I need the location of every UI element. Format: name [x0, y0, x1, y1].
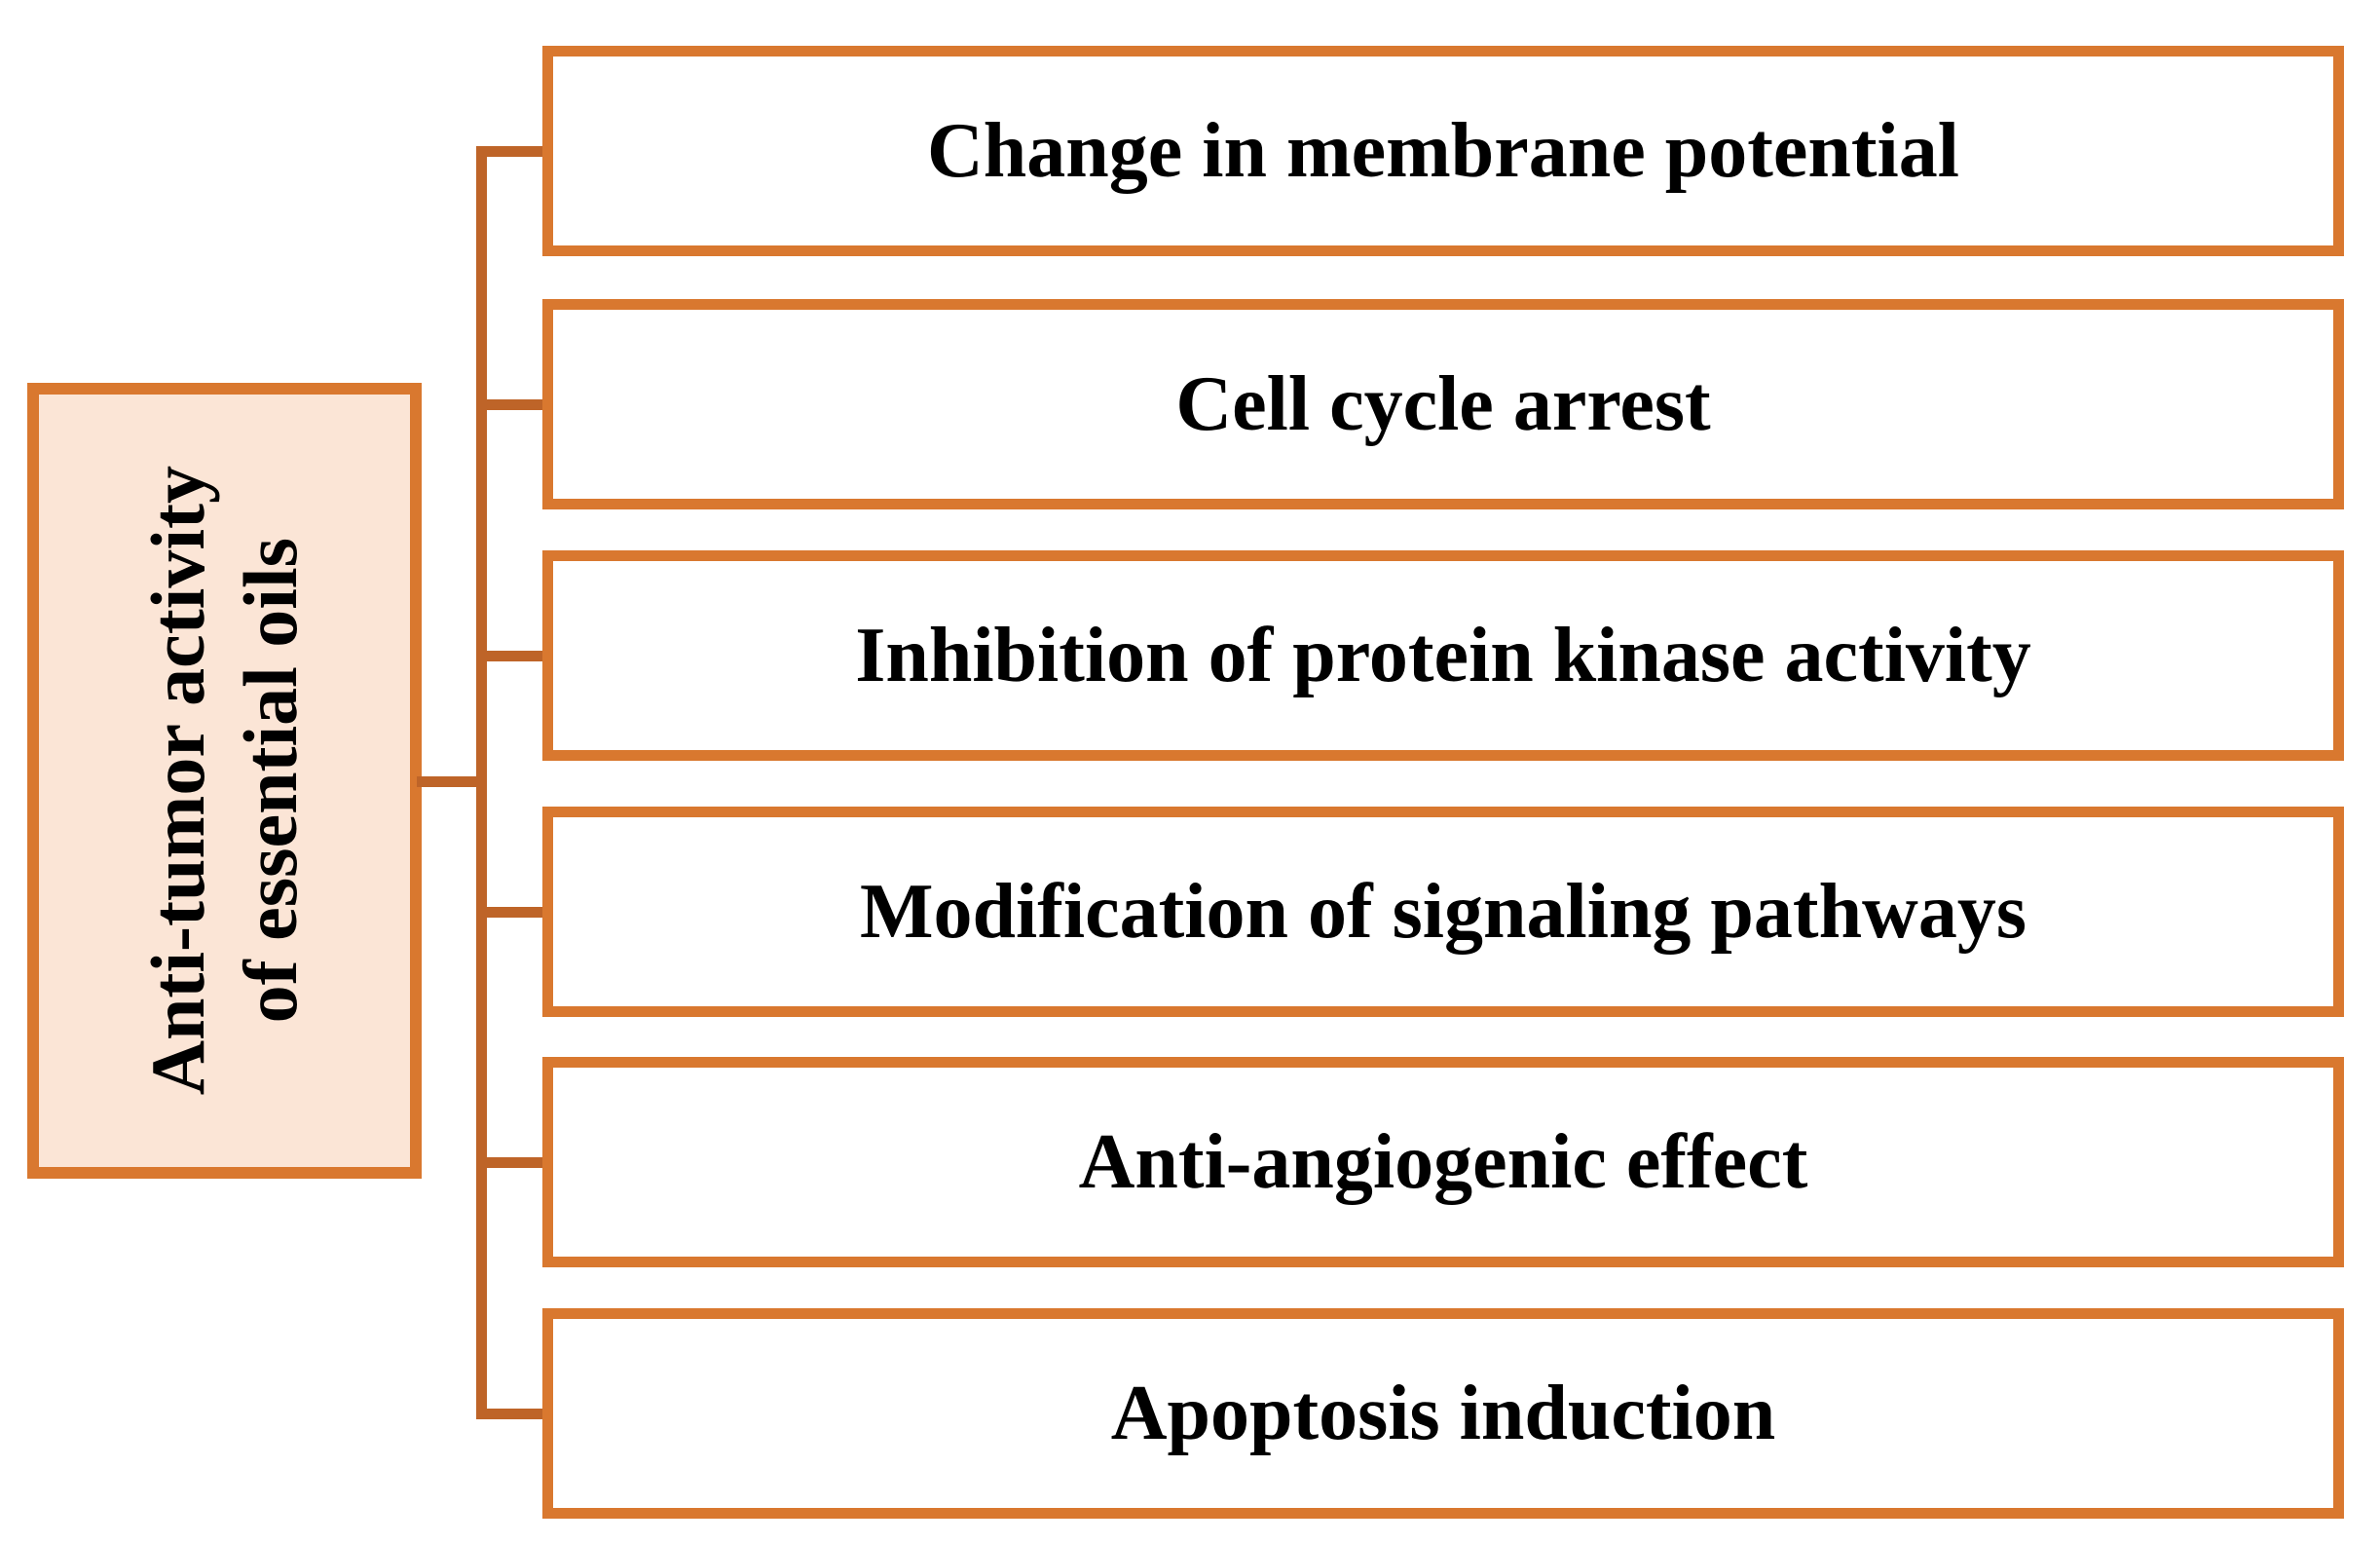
root-node-anti-tumor-activity: Anti-tumor activity of essential oils — [27, 383, 422, 1179]
connector-stub-apoptosis — [476, 1409, 549, 1419]
branch-label: Anti-angiogenic effect — [1078, 1119, 1808, 1205]
connector-stub-membrane-potential — [476, 146, 549, 157]
connector-stub-cell-cycle-arrest — [476, 399, 549, 410]
root-node-label: Anti-tumor activity of essential oils — [131, 466, 316, 1095]
branch-node-anti-angiogenic-effect: Anti-angiogenic effect — [542, 1057, 2344, 1267]
branch-node-change-in-membrane-potential: Change in membrane potential — [542, 46, 2344, 256]
branch-label: Inhibition of protein kinase activity — [855, 613, 2031, 698]
connector-stub-protein-kinase — [476, 651, 549, 661]
connector-stub-signaling-pathways — [476, 907, 549, 918]
branch-label: Apoptosis induction — [1110, 1371, 1776, 1456]
connector-stub-anti-angiogenic — [476, 1157, 549, 1168]
root-label-line-1: Anti-tumor activity — [135, 466, 221, 1096]
root-label-line-2: of essential oils — [228, 538, 314, 1024]
branch-node-modification-of-signaling-pathways: Modification of signaling pathways — [542, 807, 2344, 1017]
connector-spine — [476, 146, 487, 1419]
branch-node-apoptosis-induction: Apoptosis induction — [542, 1308, 2344, 1519]
branch-node-inhibition-of-protein-kinase-activity: Inhibition of protein kinase activity — [542, 550, 2344, 761]
connector-root-to-spine — [417, 776, 487, 787]
branch-label: Cell cycle arrest — [1175, 361, 1711, 447]
branch-label: Change in membrane potential — [927, 108, 1959, 194]
branch-label: Modification of signaling pathways — [860, 869, 2027, 955]
branch-node-cell-cycle-arrest: Cell cycle arrest — [542, 299, 2344, 509]
